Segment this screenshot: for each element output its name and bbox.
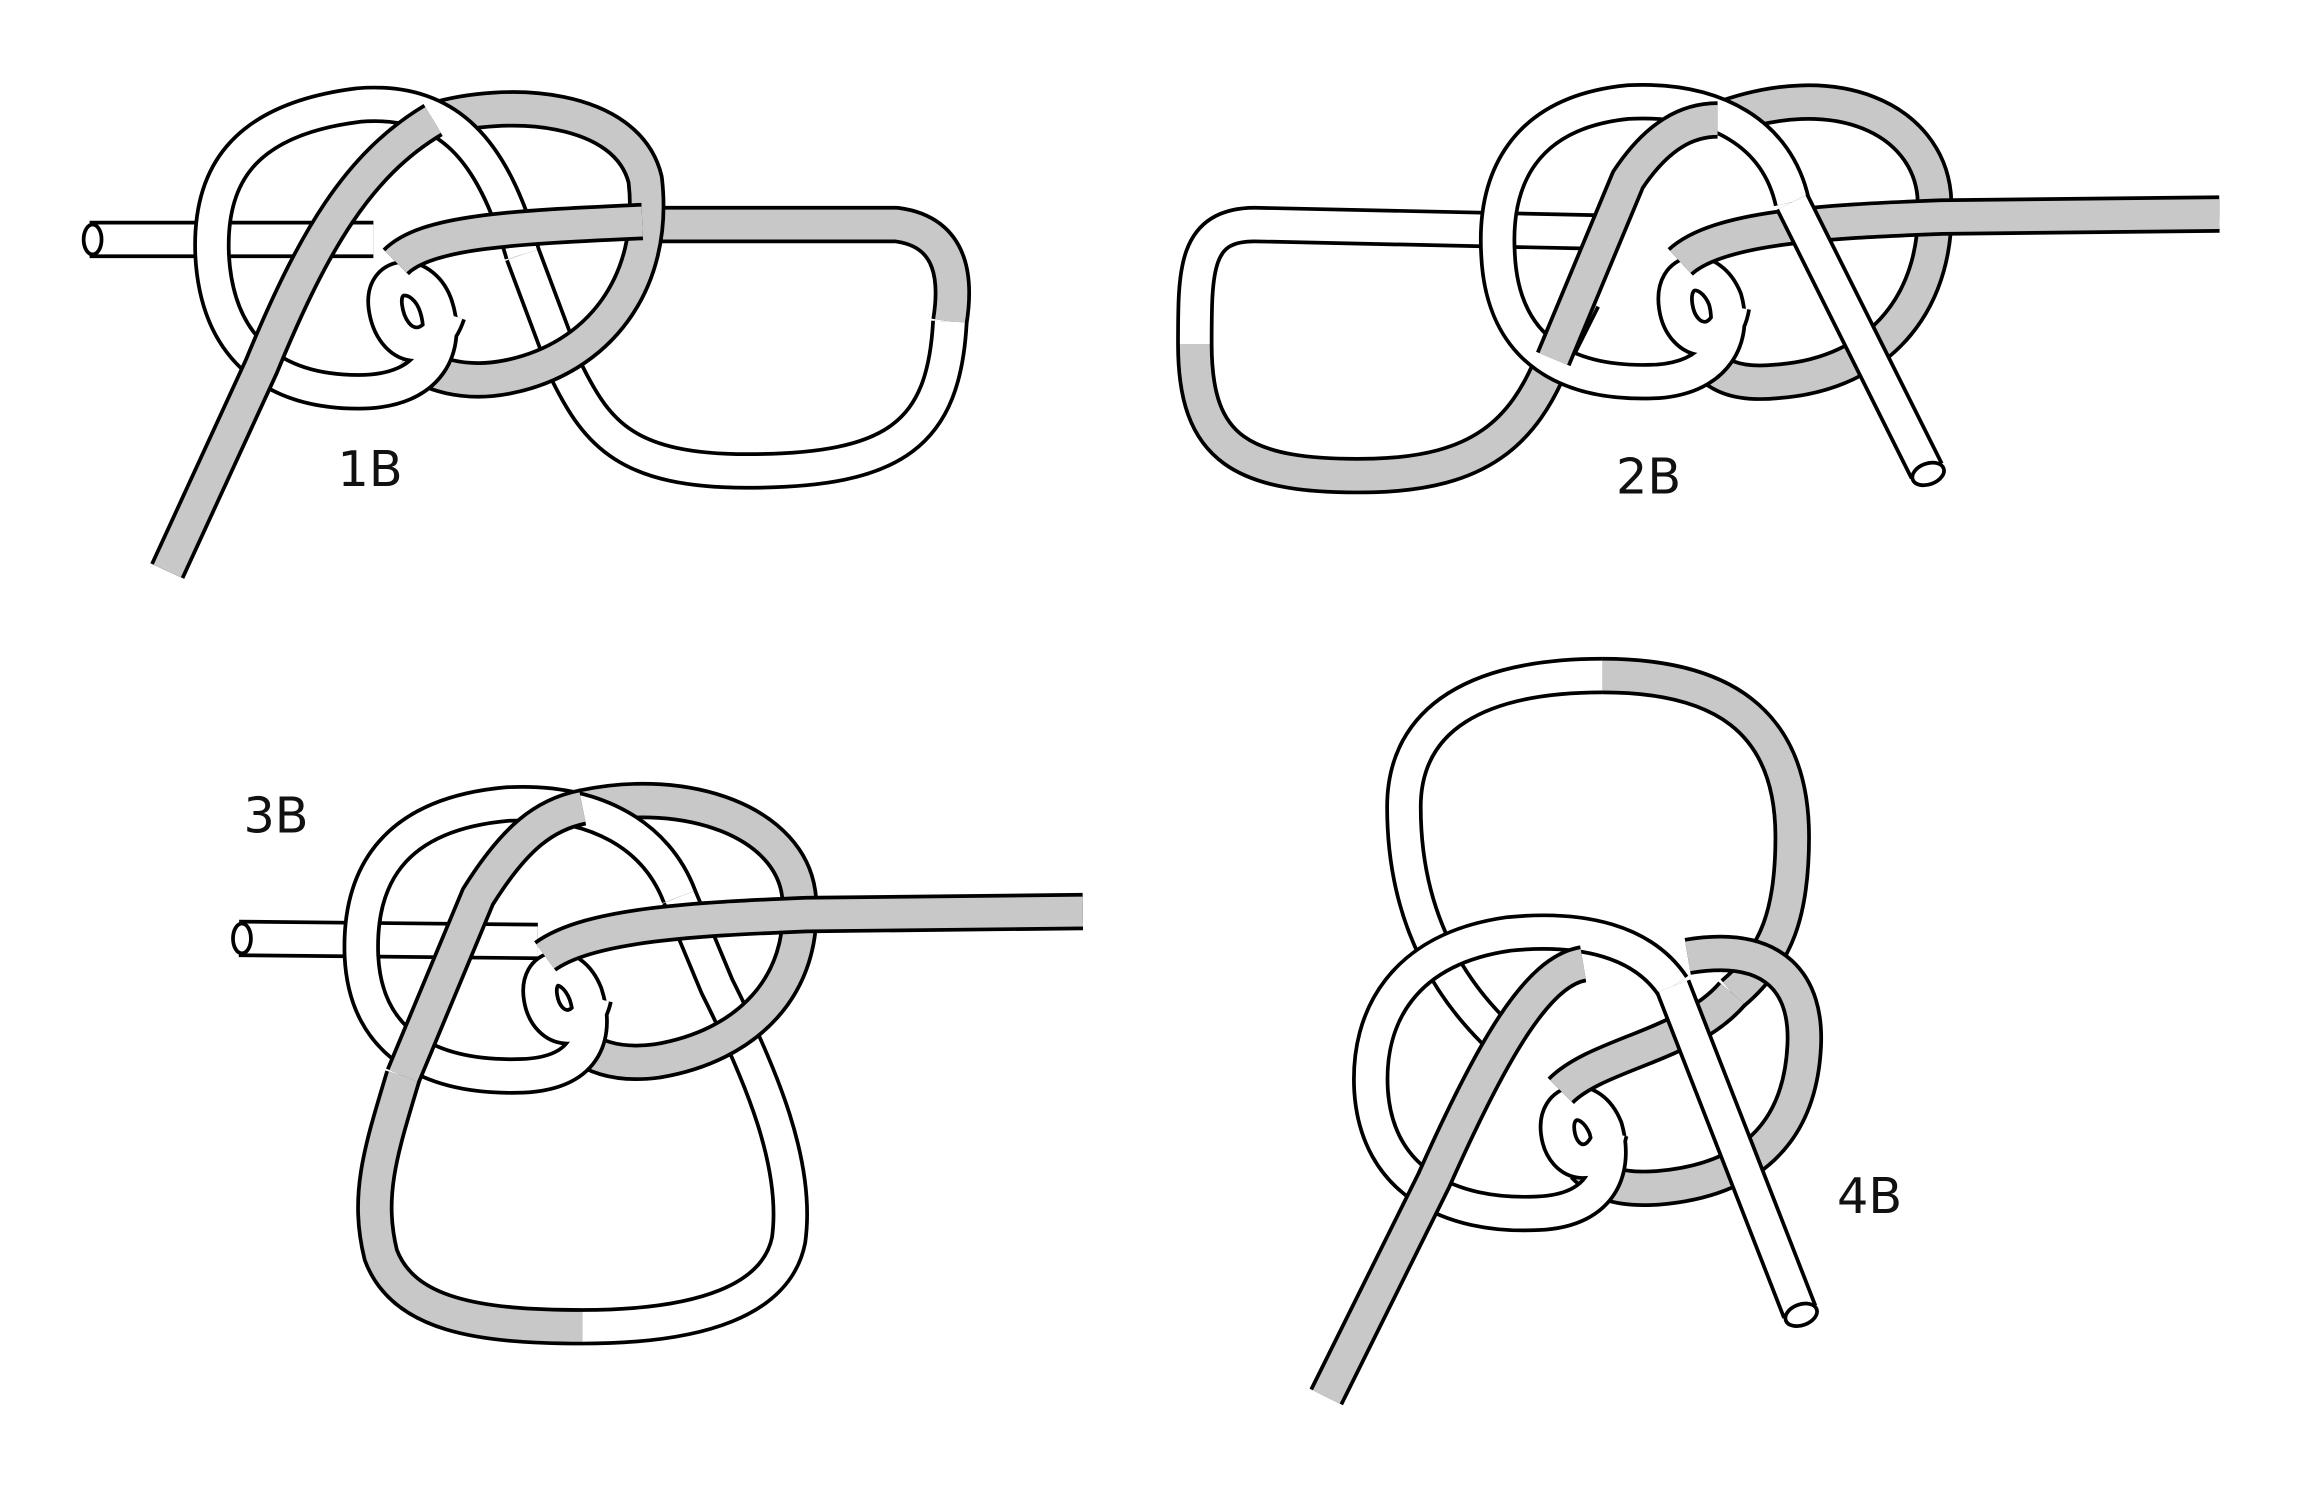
rope-left-loop-bottom <box>1179 292 1597 491</box>
rope-right-loop-bottom <box>508 249 965 486</box>
rope-right-standing-part <box>536 896 1083 969</box>
rope-center-crossing <box>1550 983 1744 1102</box>
knot-2b-illustration <box>1176 83 2220 495</box>
rope-left-loop-top <box>1179 209 1599 345</box>
knot-label-2b: 2B <box>1616 447 1681 505</box>
rope-diagonal-strand <box>1539 105 1719 365</box>
rope-right-loop-top <box>642 209 968 324</box>
rope-white-ring <box>346 788 694 1091</box>
rope-diagonal-strand <box>1312 949 1587 1404</box>
rope-end-cap <box>231 921 253 956</box>
knot-1b-illustration <box>81 85 972 579</box>
rope-white-ring <box>1355 917 1686 1229</box>
rope-end-cap <box>1783 1301 1819 1328</box>
rope-gray-ring <box>1692 87 1950 398</box>
knot-label-4b: 4B <box>1837 1167 1902 1225</box>
rope-bottom-loop-left <box>359 1071 583 1342</box>
rope-gray-ring <box>396 93 662 395</box>
rope-diagonal-strand <box>389 792 586 1082</box>
knot-label-3b: 3B <box>243 786 308 844</box>
knot-3b-illustration <box>231 782 1084 1346</box>
rope-bottom-loop-right <box>582 890 806 1342</box>
rope-diagonal-strand <box>153 107 441 578</box>
knot-label-1b: 1B <box>338 440 403 498</box>
rope-white-ring <box>1482 86 1807 397</box>
rope-end-cap <box>81 222 104 257</box>
rope-left-standing-part <box>238 923 538 957</box>
rope-gray-ring <box>1572 938 1820 1204</box>
rope-working-end <box>1658 980 1814 1318</box>
rope-center-crossing <box>385 206 643 274</box>
rope-gray-ring <box>566 785 815 1078</box>
rope-working-end <box>1778 195 1941 478</box>
rope-end-cap <box>1910 460 1946 488</box>
knot-4b-illustration <box>1309 656 1824 1406</box>
